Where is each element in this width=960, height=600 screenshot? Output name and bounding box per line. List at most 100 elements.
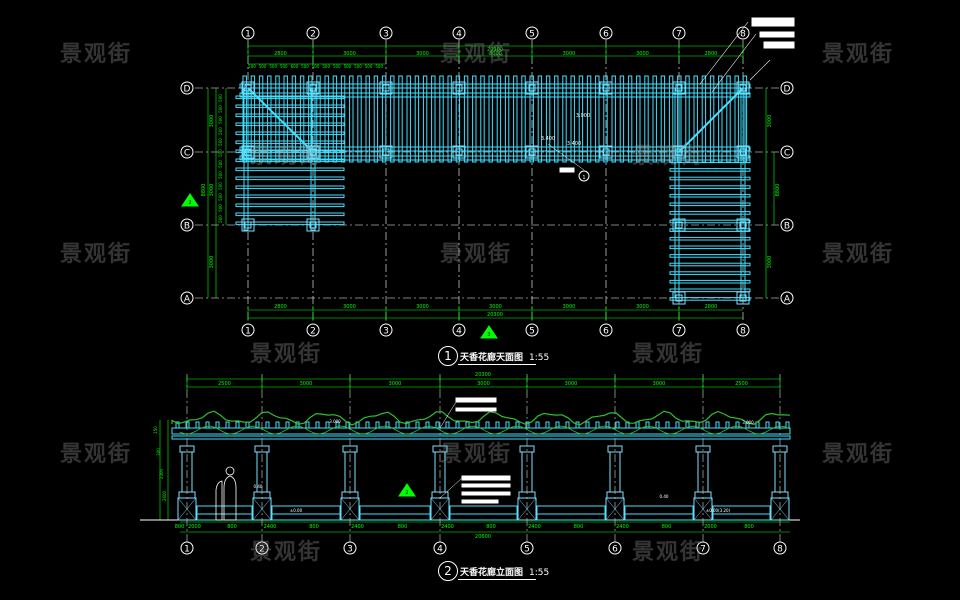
plan-main-beam-mid2 [239, 155, 751, 161]
plan-rafter [414, 75, 420, 163]
plan-right-wing-batten [669, 228, 751, 232]
elevation-note-leader [439, 401, 457, 429]
plan-title-underline [458, 364, 536, 365]
plan-right-wing-batten [669, 159, 751, 164]
plan-dim-left-text: 3000 [209, 256, 215, 269]
plan-right-wing-batten [669, 176, 751, 181]
plan-axis-bubble-top-2-circle [306, 26, 320, 40]
elevation-dim-bottom-total-text: 20600 [475, 534, 491, 540]
plan-column-core [739, 221, 747, 229]
plan-dim-left-small-text: 500 [218, 193, 223, 201]
plan-dim-top-text: 3000 [343, 51, 356, 57]
elevation-axis-bubble-4-circle [433, 541, 447, 555]
plan-callout-leader [699, 21, 749, 85]
plan-axis-bubble-bottom-5-label: 5 [529, 327, 535, 337]
plan-rafter [652, 75, 657, 163]
plan-column-core [309, 84, 317, 92]
plan-rafter [431, 75, 436, 163]
plan-title-text: 天香花廊天面图 [460, 353, 524, 363]
plan-axis-bubble-bottom-3-label: 3 [383, 327, 389, 337]
plan-dim-left-small-text: 500 [218, 160, 223, 168]
plan-rafter [496, 75, 502, 163]
elevation-rafter-end [215, 421, 220, 429]
plan-callout-block [763, 41, 795, 49]
elevation-rafter-end [725, 421, 730, 429]
plan-dim-sub-text: 500 [354, 64, 362, 69]
elevation-column-plinth [177, 497, 197, 521]
elevation-rafter-end [645, 421, 650, 429]
plan-axis-bubble-bottom-5-circle [525, 323, 539, 337]
plan-dim-left-small-text: 500 [218, 204, 223, 212]
plan-column-core [739, 294, 747, 302]
plan-dim-top-text: 3000 [416, 51, 429, 57]
plan-axis-bubble-right-B-circle [780, 218, 794, 232]
watermark: 景观街 [250, 144, 323, 169]
plan-column [672, 145, 686, 159]
plan-axis-bubble-left-B-label: B [184, 222, 190, 232]
plan-column [736, 81, 750, 95]
elevation-rafter-end [265, 421, 270, 429]
plan-dim-sub-text: 500 [322, 64, 330, 69]
plan-note-block [559, 167, 575, 173]
plan-rafter [709, 75, 715, 163]
elevation-rafter-end [225, 421, 230, 429]
plan-rafter [373, 75, 379, 163]
plan-dim-bottom-text: 3000 [416, 304, 429, 310]
elevation-dim-left-text: 2300 [159, 468, 164, 479]
elevation-column-plinth [517, 497, 537, 521]
elevation-rafter-end [205, 421, 210, 429]
elevation-rafter-end [665, 421, 670, 429]
elevation-column-plinth-hatch [430, 497, 450, 521]
elevation-axis-bubble-2-circle [255, 541, 269, 555]
plan-dim-left-small-text: 500 [218, 171, 223, 179]
plan-axis-bubble-left-D-label: D [184, 85, 191, 95]
elevation-bench-base [712, 513, 771, 521]
elevation-rafter-end [285, 421, 290, 429]
elevation-column-plinth [340, 497, 360, 521]
plan-axis-bubble-top-6-circle [599, 26, 613, 40]
elevation-rafter-end [385, 421, 390, 429]
plan-rafter [578, 75, 584, 163]
watermark: 景观街 [250, 342, 323, 367]
plan-rafter [668, 75, 674, 163]
plan-column-core [244, 84, 252, 92]
plan-right-wing-batten [669, 262, 751, 267]
plan-axis-bubble-bottom-1-circle [241, 323, 255, 337]
watermark: 景观街 [60, 242, 133, 267]
elevation-note-block [461, 483, 511, 488]
plan-right-wing-batten [669, 297, 751, 301]
elevation-title-underline [458, 579, 536, 580]
plan-axis-bubble-bottom-6-circle [599, 323, 613, 337]
plan-left-wing-batten [235, 131, 345, 136]
elevation-axis-bubble-4-label: 4 [437, 545, 443, 555]
watermark: 景观街 [250, 540, 323, 565]
plan-axis-bubble-top-1-label: 1 [245, 30, 251, 40]
elevation-human-figure-2 [215, 480, 223, 521]
elevation-rafter-end [715, 421, 720, 429]
elevation-dim-bottom-text: 800 [662, 524, 672, 530]
elevation-column-plinth-hatch [177, 497, 197, 521]
elevation-dim-bottom-text: 2400 [264, 524, 277, 530]
plan-level-text: 3.400 [541, 136, 555, 142]
plan-axis-bubble-top-8-circle [736, 26, 750, 40]
plan-column [736, 218, 750, 232]
elevation-axis-bubble-8-label: 8 [777, 545, 783, 555]
elevation-rafter-end [415, 421, 420, 429]
elevation-rafter-end [295, 421, 300, 429]
elevation-human-figure [223, 475, 237, 521]
elevation-dim-bottom-text: 800 [486, 524, 496, 530]
plan-section-arrow-bottom-label: 3 [487, 332, 490, 338]
plan-rafter [627, 75, 633, 163]
plan-column [379, 81, 393, 95]
plan-main-beam-mid [239, 146, 751, 152]
elevation-dim-overall-text: 20300 [475, 372, 491, 378]
plan-rafter [693, 75, 698, 163]
elevation-level-text: 0.40 [660, 494, 669, 499]
elevation-column-plinth-hatch [340, 497, 360, 521]
elevation-axis-bubble-6-label: 6 [612, 545, 618, 555]
plan-axis-bubble-top-7-circle [672, 26, 686, 40]
plan-rafter [611, 75, 616, 163]
plan-axis-bubble-top-5-label: 5 [529, 30, 535, 40]
plan-column-core [602, 84, 610, 92]
